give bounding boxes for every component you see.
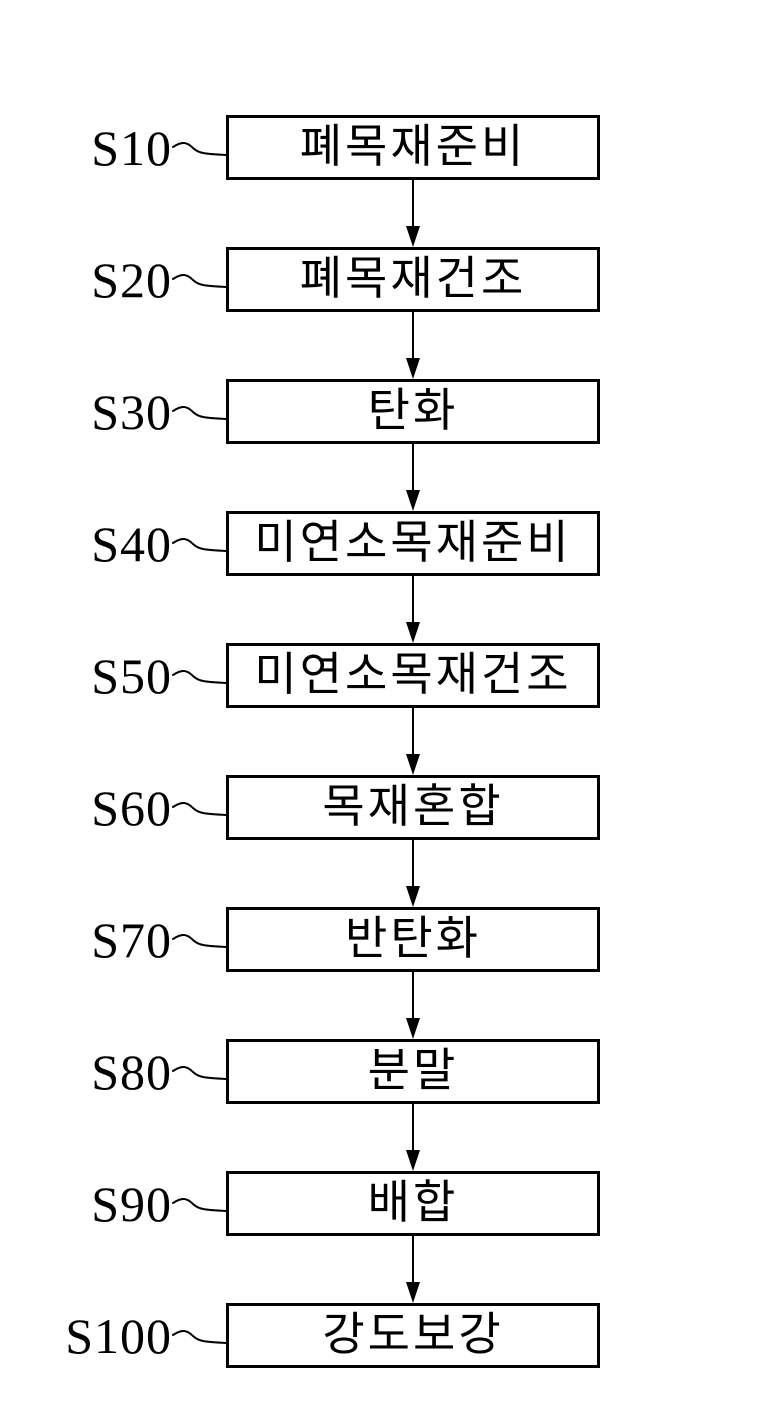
flow-step-row: S50 미연소목재건조 bbox=[0, 643, 759, 708]
down-arrow-head-icon bbox=[406, 1282, 420, 1303]
flow-step-row: S100 강도보강 bbox=[0, 1303, 759, 1368]
process-box: 미연소목재준비 bbox=[226, 511, 600, 576]
process-box: 배합 bbox=[226, 1171, 600, 1236]
down-arrow-head-icon bbox=[406, 622, 420, 643]
flow-step-row: S20 폐목재건조 bbox=[0, 247, 759, 312]
step-id-label: S90 bbox=[91, 1175, 172, 1232]
down-arrow-line bbox=[412, 972, 414, 1020]
process-box-label: 미연소목재준비 bbox=[254, 516, 572, 568]
flow-step-row: S10 폐목재준비 bbox=[0, 115, 759, 180]
process-box-label: 분말 bbox=[367, 1044, 459, 1096]
down-arrow bbox=[0, 1104, 759, 1171]
step-id-label: S20 bbox=[91, 251, 172, 308]
label-connector-line bbox=[172, 801, 226, 816]
label-connector-line bbox=[172, 669, 226, 684]
label-connector-line bbox=[172, 1329, 226, 1344]
step-id-label: S70 bbox=[91, 911, 172, 968]
step-id-label: S50 bbox=[91, 647, 172, 704]
step-id-label: S80 bbox=[91, 1043, 172, 1100]
down-arrow bbox=[0, 576, 759, 643]
down-arrow-head-icon bbox=[406, 358, 420, 379]
flow-step: S70 반탄화 bbox=[0, 907, 759, 1039]
process-box: 미연소목재건조 bbox=[226, 643, 600, 708]
label-connector-line bbox=[172, 537, 226, 552]
down-arrow bbox=[0, 708, 759, 775]
flow-step-row: S80 분말 bbox=[0, 1039, 759, 1104]
step-id-label: S30 bbox=[91, 383, 172, 440]
down-arrow-head-icon bbox=[406, 1018, 420, 1039]
flow-step: S50 미연소목재건조 bbox=[0, 643, 759, 775]
process-box: 분말 bbox=[226, 1039, 600, 1104]
down-arrow-line bbox=[412, 708, 414, 756]
step-id-label: S40 bbox=[91, 515, 172, 572]
process-box: 강도보강 bbox=[226, 1303, 600, 1368]
flow-step-row: S40 미연소목재준비 bbox=[0, 511, 759, 576]
flow-step: S30 탄화 bbox=[0, 379, 759, 511]
flow-step: S40 미연소목재준비 bbox=[0, 511, 759, 643]
process-box-label: 강도보강 bbox=[322, 1308, 504, 1360]
down-arrow bbox=[0, 1236, 759, 1303]
flow-step: S100 강도보강 bbox=[0, 1303, 759, 1368]
flow-step-row: S90 배합 bbox=[0, 1171, 759, 1236]
label-connector-line bbox=[172, 273, 226, 288]
process-box: 탄화 bbox=[226, 379, 600, 444]
flow-step: S60 목재혼합 bbox=[0, 775, 759, 907]
down-arrow bbox=[0, 972, 759, 1039]
down-arrow-line bbox=[412, 312, 414, 360]
down-arrow-head-icon bbox=[406, 886, 420, 907]
down-arrow-head-icon bbox=[406, 754, 420, 775]
down-arrow-line bbox=[412, 576, 414, 624]
process-flowchart: S10 폐목재준비 S20 폐목재건조 bbox=[0, 115, 759, 1368]
process-box: 반탄화 bbox=[226, 907, 600, 972]
flow-step-row: S60 목재혼합 bbox=[0, 775, 759, 840]
process-box-label: 배합 bbox=[367, 1176, 459, 1228]
down-arrow bbox=[0, 444, 759, 511]
process-box-label: 목재혼합 bbox=[322, 780, 504, 832]
label-connector-line bbox=[172, 1197, 226, 1212]
down-arrow-head-icon bbox=[406, 1150, 420, 1171]
process-box-label: 폐목재준비 bbox=[299, 120, 527, 172]
flow-step-row: S70 반탄화 bbox=[0, 907, 759, 972]
down-arrow-head-icon bbox=[406, 226, 420, 247]
label-connector-line bbox=[172, 141, 226, 156]
down-arrow bbox=[0, 312, 759, 379]
flow-step: S10 폐목재준비 bbox=[0, 115, 759, 247]
down-arrow-line bbox=[412, 1104, 414, 1152]
label-connector-line bbox=[172, 1065, 226, 1080]
step-id-label: S60 bbox=[91, 779, 172, 836]
step-id-label: S100 bbox=[65, 1307, 172, 1364]
process-box-label: 반탄화 bbox=[345, 912, 481, 964]
process-box: 폐목재준비 bbox=[226, 115, 600, 180]
down-arrow bbox=[0, 840, 759, 907]
flow-step-row: S30 탄화 bbox=[0, 379, 759, 444]
process-box: 폐목재건조 bbox=[226, 247, 600, 312]
flow-step: S20 폐목재건조 bbox=[0, 247, 759, 379]
down-arrow-line bbox=[412, 444, 414, 492]
label-connector-line bbox=[172, 405, 226, 420]
down-arrow-head-icon bbox=[406, 490, 420, 511]
down-arrow-line bbox=[412, 180, 414, 228]
label-connector-line bbox=[172, 933, 226, 948]
process-box-label: 미연소목재건조 bbox=[254, 648, 572, 700]
process-box-label: 탄화 bbox=[367, 384, 459, 436]
step-id-label: S10 bbox=[91, 119, 172, 176]
down-arrow bbox=[0, 180, 759, 247]
down-arrow-line bbox=[412, 840, 414, 888]
flow-step: S80 분말 bbox=[0, 1039, 759, 1171]
down-arrow-line bbox=[412, 1236, 414, 1284]
process-box: 목재혼합 bbox=[226, 775, 600, 840]
flow-step: S90 배합 bbox=[0, 1171, 759, 1303]
process-box-label: 폐목재건조 bbox=[299, 252, 527, 304]
